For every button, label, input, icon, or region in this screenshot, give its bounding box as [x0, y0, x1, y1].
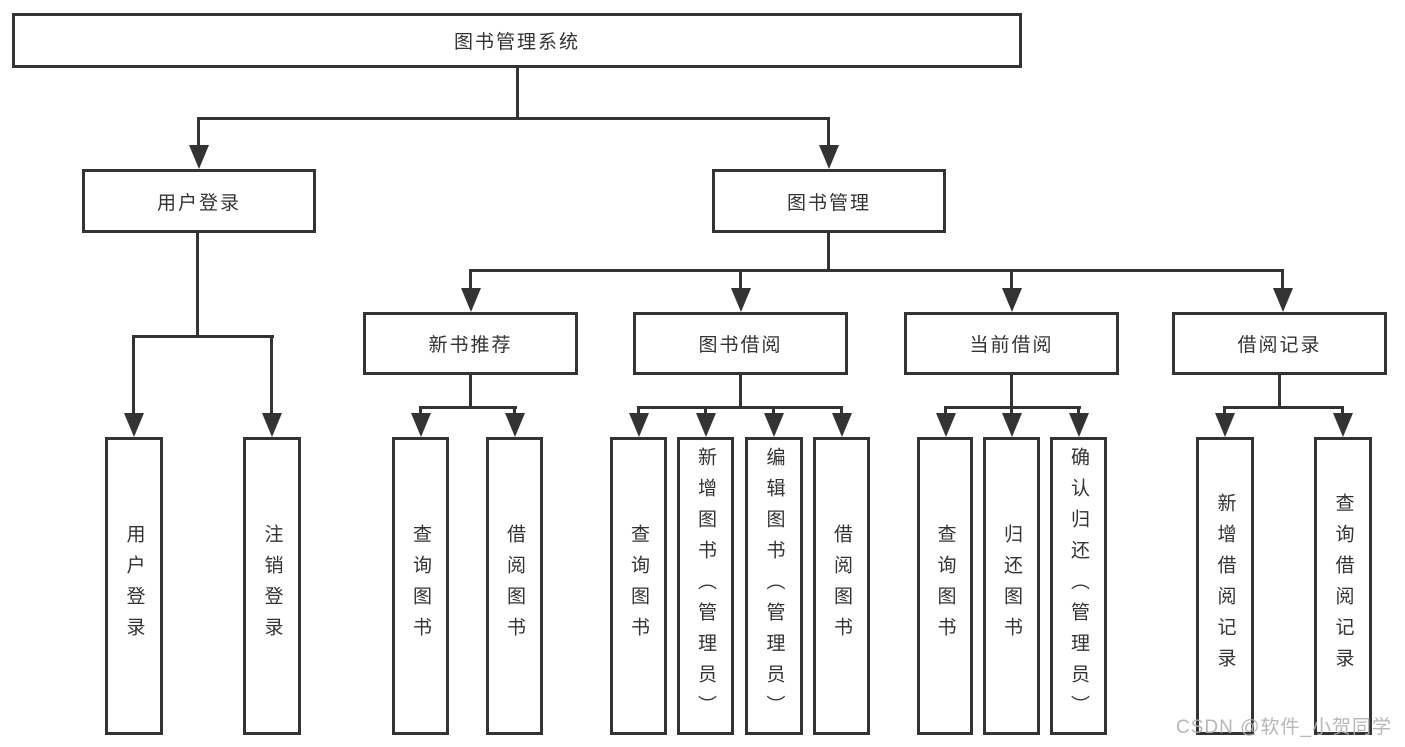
- connector-line: [1341, 408, 1344, 417]
- node-book-management: 图书管理: [712, 169, 946, 233]
- node-label: 查询图书: [628, 524, 649, 648]
- node-label: 归还图书: [1001, 524, 1022, 648]
- connector-line: [270, 337, 273, 415]
- node-user-login: 用户登录: [82, 169, 316, 233]
- arrow-down-icon: [832, 413, 852, 437]
- connector-line: [513, 408, 516, 417]
- node-borrow-records: 借阅记录: [1172, 312, 1387, 375]
- node-label: 借阅记录: [1237, 335, 1322, 356]
- connector-line: [704, 408, 707, 417]
- connector-line: [132, 335, 274, 338]
- leaf-add-book-admin: 新增图书（管理员）: [677, 437, 734, 735]
- connector-line: [469, 375, 472, 409]
- node-label: 借阅图书: [831, 524, 852, 648]
- connector-line: [637, 408, 640, 417]
- node-label: 编辑图书（管理员）: [763, 446, 785, 726]
- connector-line: [739, 271, 742, 290]
- connector-line: [827, 119, 830, 146]
- connector-line: [1223, 406, 1344, 409]
- connector-line: [840, 408, 843, 417]
- node-current-borrow: 当前借阅: [904, 312, 1119, 375]
- connector-line: [197, 117, 830, 120]
- leaf-borrow-books: 借阅图书: [813, 437, 870, 735]
- connector-line: [516, 68, 519, 119]
- node-label: 图书管理: [786, 192, 871, 214]
- leaf-query-books-current: 查询图书: [917, 437, 973, 735]
- arrow-down-icon: [936, 413, 956, 437]
- node-label: 图书管理系统: [453, 32, 580, 53]
- arrow-down-icon: [262, 413, 282, 437]
- connector-line: [196, 233, 199, 338]
- connector-line: [469, 271, 472, 290]
- arrow-down-icon: [189, 145, 209, 169]
- connector-line: [772, 408, 775, 417]
- leaf-borrow-books-recommend: 借阅图书: [486, 437, 543, 735]
- arrow-down-icon: [461, 288, 481, 312]
- arrow-down-icon: [1002, 413, 1022, 437]
- node-label: 用户登录: [123, 524, 145, 648]
- connector-line: [132, 337, 135, 415]
- leaf-add-borrow-record: 新增借阅记录: [1196, 437, 1254, 735]
- node-label: 注销登录: [261, 524, 283, 648]
- leaf-user-login: 用户登录: [105, 437, 163, 735]
- node-label: 用户登录: [156, 192, 241, 214]
- arrow-down-icon: [819, 145, 839, 169]
- connector-line: [419, 408, 422, 417]
- node-label: 确认归还（管理员）: [1068, 446, 1089, 726]
- node-label: 借阅图书: [504, 524, 525, 648]
- node-label: 当前借阅: [969, 335, 1054, 356]
- arrow-down-icon: [1069, 413, 1089, 437]
- connector-line: [1010, 271, 1013, 290]
- connector-line: [1281, 271, 1284, 290]
- connector-line: [637, 406, 843, 409]
- connector-line: [944, 408, 947, 417]
- leaf-confirm-return-admin: 确认归还（管理员）: [1050, 437, 1107, 735]
- connector-line: [1010, 408, 1013, 417]
- connector-line: [739, 375, 742, 409]
- arrow-down-icon: [411, 413, 431, 437]
- connector-line: [827, 233, 830, 272]
- leaf-query-borrow-record: 查询借阅记录: [1314, 437, 1372, 735]
- node-label: 查询图书: [410, 524, 431, 648]
- arrow-down-icon: [764, 413, 784, 437]
- leaf-query-books-recommend: 查询图书: [392, 437, 449, 735]
- node-root: 图书管理系统: [12, 13, 1022, 68]
- connector-line: [1077, 408, 1080, 417]
- arrow-down-icon: [629, 413, 649, 437]
- leaf-return-book: 归还图书: [983, 437, 1040, 735]
- node-new-book-recommend: 新书推荐: [363, 312, 578, 375]
- arrow-down-icon: [1273, 288, 1293, 312]
- leaf-query-books-borrow: 查询图书: [610, 437, 667, 735]
- arrow-down-icon: [1333, 413, 1353, 437]
- node-book-borrow: 图书借阅: [633, 312, 848, 375]
- connector-line: [469, 269, 1284, 272]
- connector-line: [419, 406, 517, 409]
- leaf-logout: 注销登录: [243, 437, 301, 735]
- arrow-down-icon: [124, 413, 144, 437]
- connector-line: [1010, 375, 1013, 409]
- node-label: 新书推荐: [428, 335, 513, 356]
- arrow-down-icon: [696, 413, 716, 437]
- arrow-down-icon: [1002, 288, 1022, 312]
- leaf-edit-book-admin: 编辑图书（管理员）: [745, 437, 803, 735]
- node-label: 查询图书: [934, 524, 956, 648]
- connector-line: [944, 406, 1081, 409]
- arrow-down-icon: [731, 288, 751, 312]
- connector-line: [197, 119, 200, 146]
- watermark: CSDN @软件_小贺同学: [1176, 717, 1392, 738]
- connector-line: [1223, 408, 1226, 417]
- node-label: 查询借阅记录: [1332, 493, 1354, 679]
- connector-line: [1278, 375, 1281, 409]
- node-label: 图书借阅: [698, 335, 783, 356]
- arrow-down-icon: [505, 413, 525, 437]
- node-label: 新增借阅记录: [1214, 493, 1236, 679]
- arrow-down-icon: [1215, 413, 1235, 437]
- node-label: 新增图书（管理员）: [695, 446, 716, 726]
